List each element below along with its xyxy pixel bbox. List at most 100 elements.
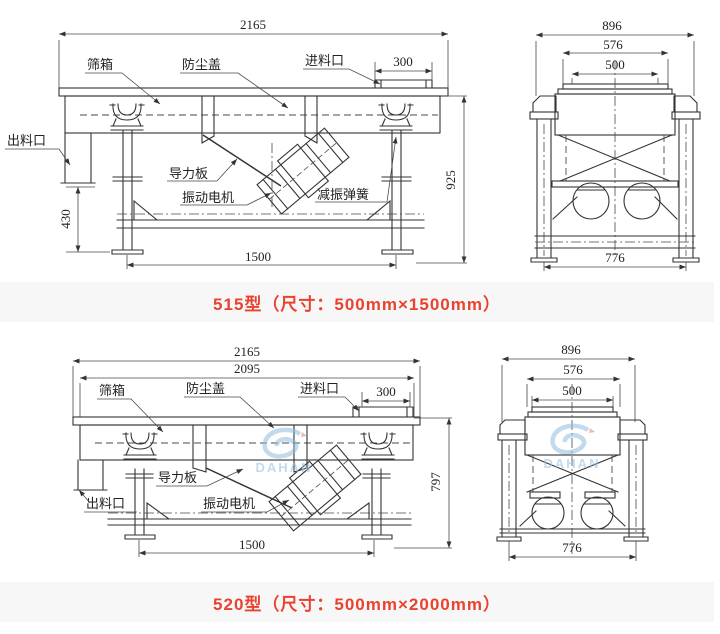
svg-text:防尘盖: 防尘盖 <box>186 381 225 396</box>
label-vibration-motor-520: 振动电机 <box>201 496 290 513</box>
dim-inlet-width-520: 300 <box>361 384 411 407</box>
end-body-515 <box>529 60 701 256</box>
side-view-520: 2165 2095 <box>72 344 452 557</box>
base-frame-520 <box>107 501 412 526</box>
bracket-right <box>619 419 646 435</box>
spring-left <box>122 432 158 460</box>
screen-box-body-520 <box>72 406 421 509</box>
dim-base-width-515: 776 <box>543 250 687 271</box>
svg-text:2165: 2165 <box>234 344 260 359</box>
label-guide-plate-515: 导力板 <box>167 158 238 182</box>
dim-total-length-515: 2165 <box>58 17 449 88</box>
svg-text:300: 300 <box>376 384 396 399</box>
svg-text:振动电机: 振动电机 <box>182 190 234 205</box>
label-dust-cover-515: 防尘盖 <box>180 57 289 109</box>
svg-text:导力板: 导力板 <box>158 470 197 485</box>
dim-inlet-width-515: 300 <box>374 54 433 80</box>
dim-total-length-520: 2165 <box>72 344 421 417</box>
svg-text:896: 896 <box>602 18 622 33</box>
drawing-515: 2165 <box>5 17 701 271</box>
legs-515 <box>111 130 414 255</box>
dim-base-length-515: 1500 <box>126 249 397 269</box>
svg-text:776: 776 <box>605 250 625 265</box>
motor-end-right <box>580 496 614 530</box>
svg-text:减振弹簧: 减振弹簧 <box>317 187 369 202</box>
side-view-515: 2165 <box>5 17 467 269</box>
spring-right <box>378 103 414 131</box>
watermark-end-520: DAHAN <box>544 426 601 471</box>
bracket-left <box>499 419 526 435</box>
guide-plate-line <box>205 467 293 509</box>
caption-strip-520: 520型（尺寸：500mm×2000mm） <box>0 582 714 622</box>
screen-box-body-515 <box>58 79 449 207</box>
footer-spacer <box>0 622 720 634</box>
svg-text:出料口: 出料口 <box>86 496 125 511</box>
watermark-text: DAHAN <box>544 456 601 471</box>
bracket-right <box>673 95 698 113</box>
spring-right <box>360 432 396 460</box>
end-body-520 <box>497 384 648 554</box>
hanger-plate-left <box>192 424 207 473</box>
spring-left <box>109 103 145 131</box>
end-legs-520 <box>496 439 649 542</box>
hanger-plate-left <box>201 95 215 144</box>
end-legs-515 <box>530 118 700 263</box>
svg-text:2095: 2095 <box>234 361 260 376</box>
svg-text:300: 300 <box>393 54 413 69</box>
drawing-520: 2165 2095 <box>72 342 649 561</box>
end-view-515: 896 576 500 <box>529 18 701 271</box>
dim-text-2165: 2165 <box>240 17 266 32</box>
svg-text:576: 576 <box>603 37 623 52</box>
label-vibration-motor-515: 振动电机 <box>180 190 272 206</box>
caption-text-520: 520型（尺寸：500mm×2000mm） <box>213 594 501 614</box>
dim-cover-width-515: 576 <box>562 37 669 84</box>
label-inlet-520: 进料口 <box>298 381 360 412</box>
dim-total-height-520: 797 <box>394 417 452 549</box>
svg-text:797: 797 <box>428 472 443 492</box>
outlet-chute <box>73 459 108 491</box>
guide-plate-line <box>202 134 282 187</box>
svg-text:1500: 1500 <box>245 249 271 264</box>
dim-cover-width-520: 576 <box>526 362 621 407</box>
bracket-left <box>532 95 557 113</box>
watermark-text: DAHAN <box>256 460 313 475</box>
dim-body-length-520: 2095 <box>79 361 415 417</box>
outlet-chute <box>60 132 96 184</box>
legs-520 <box>124 468 393 540</box>
label-screen-box-520: 筛箱 <box>97 383 164 433</box>
dim-leg-height-515: 430 <box>58 186 110 253</box>
label-damping-spring-515: 减振弹簧 <box>315 136 398 203</box>
svg-text:出料口: 出料口 <box>7 133 46 148</box>
motor-end-left <box>531 496 565 530</box>
label-outlet-520: 出料口 <box>78 489 137 513</box>
label-inlet-515: 进料口 <box>303 53 381 85</box>
motor-end-right <box>623 182 661 220</box>
svg-text:振动电机: 振动电机 <box>203 496 255 511</box>
label-dust-cover-520: 防尘盖 <box>184 381 275 429</box>
inlet-plate <box>374 79 433 89</box>
dim-total-height-515: 925 <box>416 95 467 264</box>
motor-end-left <box>572 182 610 220</box>
svg-text:筛箱: 筛箱 <box>87 57 113 72</box>
base-frame-515 <box>116 199 425 229</box>
svg-text:防尘盖: 防尘盖 <box>182 57 221 72</box>
caption-strip-515: 515型（尺寸：500mm×1500mm） <box>0 282 714 322</box>
dim-base-length-520: 1500 <box>138 537 375 557</box>
watermark-side-520: DAHAN <box>256 430 313 475</box>
dahan-logo-icon <box>553 426 595 453</box>
inlet-plate <box>352 406 414 418</box>
vibration-motor-515 <box>253 123 353 219</box>
cross-brace <box>526 454 619 493</box>
svg-text:导力板: 导力板 <box>169 166 208 181</box>
caption-text-515: 515型（尺寸：500mm×1500mm） <box>213 294 501 314</box>
dim-screen-width-520: 500 <box>531 383 614 407</box>
svg-text:筛箱: 筛箱 <box>99 383 125 398</box>
dim-overall-width-515: 896 <box>535 18 695 96</box>
svg-text:进料口: 进料口 <box>305 53 344 68</box>
label-screen-box-515: 筛箱 <box>85 57 161 105</box>
end-view-520: 896 576 500 <box>496 342 649 561</box>
label-outlet-515: 出料口 <box>5 133 71 166</box>
dim-base-width-520: 776 <box>508 540 637 561</box>
svg-text:进料口: 进料口 <box>300 381 339 396</box>
dim-overall-width-520: 896 <box>501 342 636 422</box>
